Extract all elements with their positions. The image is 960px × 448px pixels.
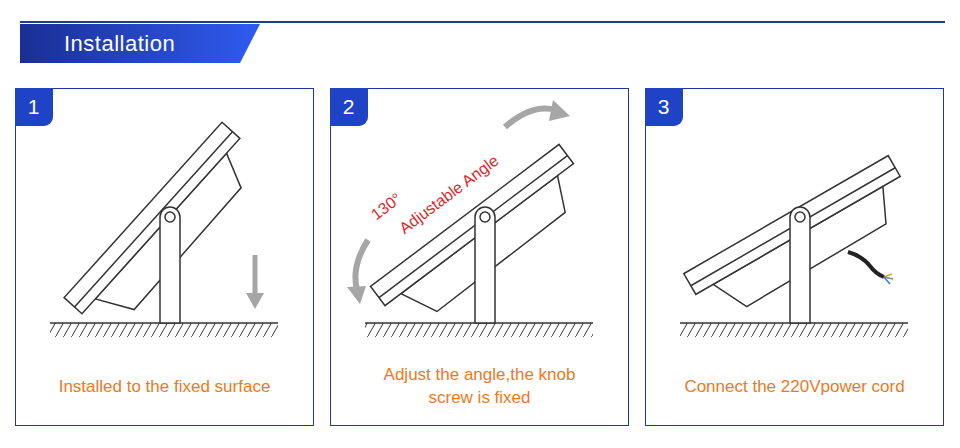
step-number: 3 [658, 96, 670, 117]
ground [680, 323, 908, 337]
rotation-arrow [347, 100, 570, 304]
step-caption: Adjust the angle,the knob screw is fixed [331, 363, 628, 409]
step-panel: Connect the 220Vpower cord 3 [645, 88, 944, 426]
step-panel: Installed to the fixed surface 1 [15, 88, 314, 426]
flood-light [371, 144, 596, 334]
flood-light [684, 156, 918, 326]
section-title: Installation [64, 27, 175, 61]
angle-note: Adjustable Angle [396, 151, 503, 238]
step-number: 1 [28, 96, 40, 117]
title-tab [20, 24, 260, 63]
mount-bracket [160, 207, 180, 323]
header-rule [20, 21, 945, 23]
step-number-badge: 1 [15, 88, 53, 126]
ground [365, 323, 593, 337]
step-panel: Adjust the angle,the knob screw is fixed… [330, 88, 629, 426]
power-cord [848, 252, 893, 284]
down-arrow [246, 255, 264, 309]
step-caption: Connect the 220Vpower cord [646, 375, 943, 398]
step-number-badge: 3 [645, 88, 683, 126]
step-caption: Installed to the fixed surface [16, 375, 313, 398]
mount-bracket [790, 207, 810, 323]
flood-light [64, 122, 267, 338]
step-number: 2 [343, 96, 355, 117]
mount-bracket [475, 207, 495, 323]
ground [50, 323, 278, 337]
step-number-badge: 2 [330, 88, 368, 126]
